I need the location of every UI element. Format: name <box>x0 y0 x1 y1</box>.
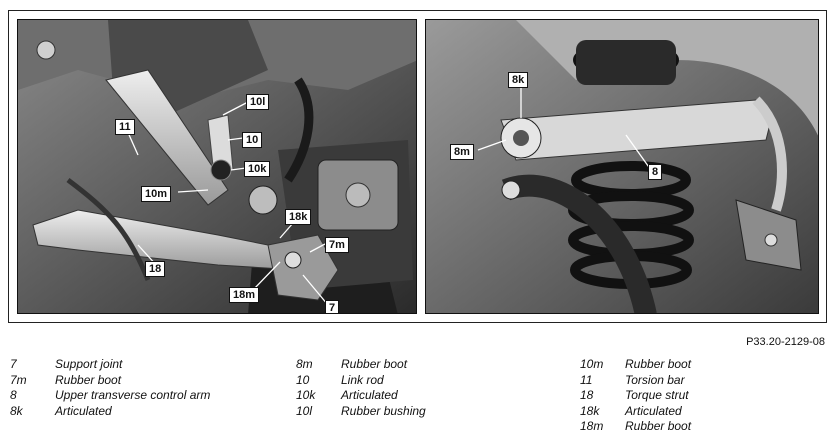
right-photo: 8k 8m 8 <box>425 19 819 314</box>
callout-8: 8 <box>648 164 663 180</box>
legend-item: 8 Upper transverse control arm <box>10 388 210 404</box>
callout-10: 10 <box>242 132 263 148</box>
callout-10m: 10m <box>141 186 172 202</box>
legend-item: 10m Rubber boot <box>580 357 691 373</box>
legend-item: 7m Rubber boot <box>10 373 210 389</box>
legend-text: Rubber bushing <box>341 403 426 418</box>
legend-code: 18m <box>580 419 604 433</box>
legend-item: 11 Torsion bar <box>580 373 691 389</box>
callout-10k: 10k <box>244 161 271 177</box>
legend-text: Articulated <box>55 403 112 418</box>
legend-code: 10m <box>580 357 604 371</box>
callout-7: 7 <box>325 300 340 313</box>
legend-item: 18k Articulated <box>580 404 691 420</box>
legend-code: 10 <box>296 372 310 387</box>
callout-11: 11 <box>115 119 135 135</box>
legend-text: Torsion bar <box>625 372 685 387</box>
legend-item: 10 Link rod <box>296 373 426 389</box>
legend-text: Torque strut <box>625 388 689 402</box>
callout-18k: 18k <box>285 209 312 225</box>
legend-item: 8k Articulated <box>10 404 210 420</box>
legend-code: 8 <box>10 388 17 402</box>
legend-text: Articulated <box>341 388 398 402</box>
legend-code: 18k <box>580 403 600 418</box>
legend-code: 10k <box>296 388 316 402</box>
callout-8k: 8k <box>508 72 529 88</box>
legend-item: 18m Rubber boot <box>580 419 691 435</box>
legend-code: 7 <box>10 357 17 371</box>
callout-8m: 8m <box>450 144 474 160</box>
legend-text: Rubber boot <box>625 357 692 371</box>
legend-text: Rubber boot <box>625 419 692 433</box>
legend-text: Upper transverse control arm <box>55 388 211 402</box>
legend-item: 18 Torque strut <box>580 388 691 404</box>
legend-code: 8k <box>10 403 23 418</box>
left-photo: 10l 11 10 10k 10m 18k 7m 18 18m 7 <box>17 19 417 314</box>
legend-item: 7 Support joint <box>10 357 210 373</box>
legend-text: Rubber boot <box>341 357 408 371</box>
legend-code: 10l <box>296 403 313 418</box>
callout-7m: 7m <box>325 237 349 253</box>
reference-code: P33.20-2129-08 <box>746 336 825 348</box>
legend-code: 8m <box>296 357 313 371</box>
legend-code: 18 <box>580 388 594 402</box>
legend-text: Rubber boot <box>55 372 122 387</box>
illustration-frame: 10l 11 10 10k 10m 18k 7m 18 18m 7 <box>8 10 827 323</box>
legend-text: Support joint <box>55 357 123 371</box>
callout-18: 18 <box>145 261 166 277</box>
right-photo-drawing <box>426 20 818 313</box>
legend-code: 11 <box>580 372 593 387</box>
callout-10l: 10l <box>246 94 270 110</box>
legend-item: 8m Rubber boot <box>296 357 426 373</box>
legend-item: 10l Rubber bushing <box>296 404 426 420</box>
legend-text: Link rod <box>341 372 384 387</box>
left-photo-drawing <box>18 20 416 313</box>
legend-column-1: 7 Support joint 7m Rubber boot 8 Upper tran… <box>10 357 210 419</box>
callout-18m: 18m <box>229 287 260 303</box>
legend-item: 10k Articulated <box>296 388 426 404</box>
legend-code: 7m <box>10 372 27 387</box>
legend-text: Articulated <box>625 403 682 418</box>
